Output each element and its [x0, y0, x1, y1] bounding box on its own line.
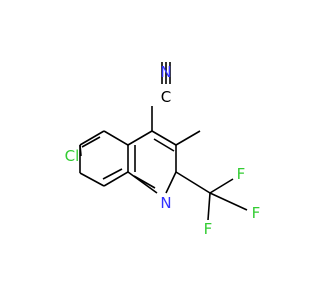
atom-f-bottom: F — [204, 220, 213, 238]
atom-cl: Cl — [65, 147, 80, 165]
bond-c6-c5 — [79, 130, 105, 146]
bond-c6-c5-inner — [81, 136, 101, 148]
bond-c6-cl — [79, 144, 82, 157]
bond-c5-c4a — [103, 130, 129, 146]
atom-f-right: F — [252, 204, 261, 222]
bond-cf3-fbottom — [207, 192, 211, 221]
bond-c2-n1 — [165, 171, 177, 194]
bond-c8-c8a-inner — [102, 168, 123, 180]
atom-n-ring: N — [160, 194, 171, 212]
atom-f-top: F — [237, 165, 246, 183]
bond-c7-c8 — [79, 172, 105, 187]
bond-layer — [79, 62, 248, 221]
bond-c3-c4alt — [175, 130, 201, 146]
bond-c8a-n1-inner — [133, 175, 156, 189]
bond-c8a-n1 — [127, 171, 158, 194]
bond-c2-cf3 — [175, 171, 211, 194]
bond-c4-c3 — [151, 130, 177, 146]
bond-cf3-ftop — [209, 178, 234, 194]
atom-n-nitrile: N — [160, 63, 171, 81]
bond-c8-c8a — [103, 171, 129, 187]
bond-c4-c3-inner — [153, 138, 175, 152]
bond-c4a-c4 — [127, 130, 153, 146]
structure-canvas: Cl N N C F F F — [65, 62, 261, 238]
bond-cf3-fright — [209, 192, 248, 211]
atom-c-nitrile: C — [161, 88, 171, 106]
atom-label-layer: Cl N N C F F F — [65, 63, 261, 238]
molecule-structure: Cl N N C F F F — [65, 62, 261, 238]
